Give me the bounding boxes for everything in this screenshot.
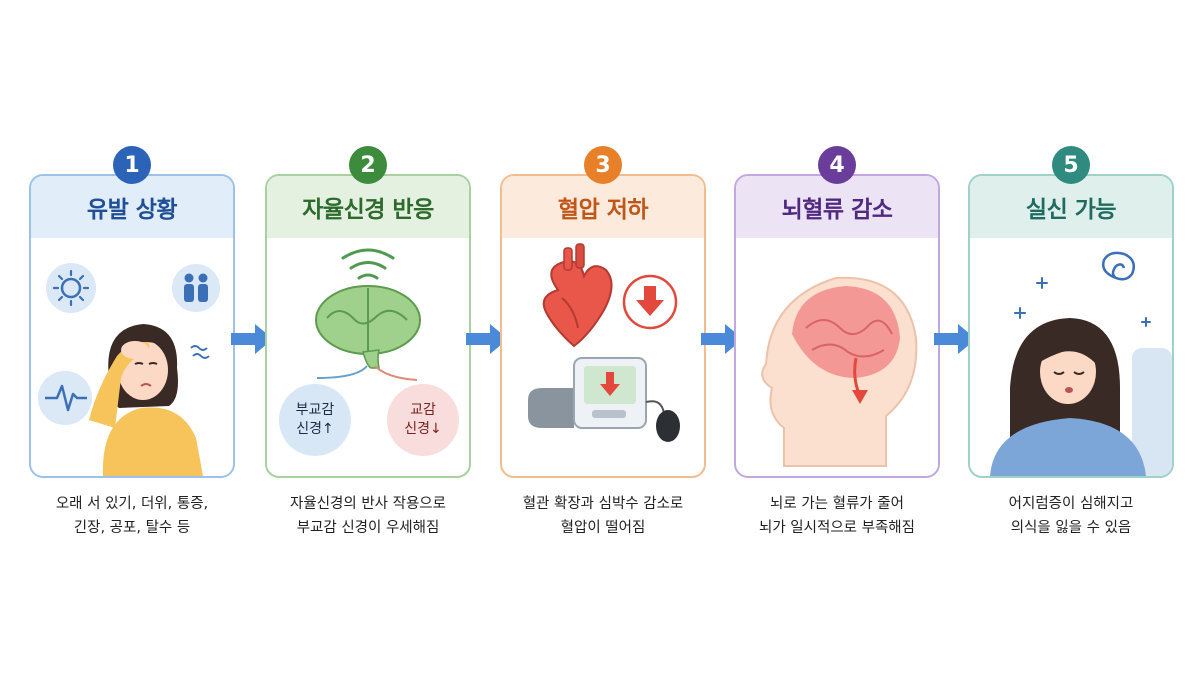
signal-waves-icon bbox=[341, 248, 395, 280]
step-card: 혈압 저하 bbox=[500, 174, 706, 478]
sympathetic-circle bbox=[387, 384, 459, 456]
flow-arrow bbox=[231, 324, 273, 354]
step-title: 유발 상황 bbox=[31, 176, 233, 238]
parasympathetic-label: 부교감 신경↑ bbox=[279, 401, 351, 439]
branch-label-line: 교감 bbox=[410, 402, 436, 418]
flow-arrow bbox=[466, 324, 508, 354]
flow-arrow bbox=[701, 324, 743, 354]
branch-label-line: 신경↓ bbox=[404, 421, 442, 437]
caption-line: 자율신경의 반사 작용으로 bbox=[290, 496, 446, 512]
caption-line: 어지럼증이 심해지고 bbox=[1008, 496, 1134, 512]
blood-pressure-monitor-icon bbox=[528, 357, 680, 442]
flow-arrow bbox=[934, 324, 976, 354]
people-icon bbox=[172, 264, 220, 312]
dizzy-woman-icon bbox=[89, 324, 210, 476]
parasympathetic-circle bbox=[279, 384, 351, 456]
step-number-badge: 5 bbox=[1052, 146, 1090, 184]
branch-label-line: 부교감 bbox=[295, 402, 335, 418]
brain-icon bbox=[315, 285, 421, 369]
step-number-badge: 1 bbox=[113, 146, 151, 184]
caption-line: 의식을 잃을 수 있음 bbox=[1010, 520, 1132, 536]
caption-line: 부교감 신경이 우세해짐 bbox=[296, 520, 440, 536]
step-caption: 혈관 확장과 심박수 감소로 혈압이 떨어짐 bbox=[486, 492, 720, 540]
caption-line: 뇌로 가는 혈류가 줄어 bbox=[770, 496, 904, 512]
sparkle-icon bbox=[1014, 277, 1151, 327]
down-arrow-icon bbox=[622, 274, 678, 330]
branch-label-line: 신경↑ bbox=[296, 421, 334, 437]
step-caption: 뇌로 가는 혈류가 줄어 뇌가 일시적으로 부족해짐 bbox=[720, 492, 954, 540]
step-illustration bbox=[31, 238, 233, 476]
step-number-badge: 4 bbox=[818, 146, 856, 184]
step-title: 혈압 저하 bbox=[502, 176, 704, 238]
step-title: 자율신경 반응 bbox=[267, 176, 469, 238]
step-card: 실신 가능 bbox=[968, 174, 1174, 478]
step-title: 뇌혈류 감소 bbox=[736, 176, 938, 238]
caption-line: 혈관 확장과 심박수 감소로 bbox=[522, 496, 684, 512]
step-illustration bbox=[736, 238, 938, 476]
step-number-badge: 2 bbox=[349, 146, 387, 184]
caption-line: 오래 서 있기, 더위, 통증, bbox=[55, 496, 209, 512]
heart-icon bbox=[542, 243, 613, 348]
sun-icon bbox=[46, 263, 96, 313]
sympathetic-label: 교감 신경↓ bbox=[387, 401, 459, 439]
step-caption: 오래 서 있기, 더위, 통증, 긴장, 공포, 탈수 등 bbox=[15, 492, 249, 540]
step-card: 자율신경 반응 부교감 신경↑ bbox=[265, 174, 471, 478]
step-number-badge: 3 bbox=[584, 146, 622, 184]
caption-line: 뇌가 일시적으로 부족해짐 bbox=[759, 520, 915, 536]
step-card: 유발 상황 bbox=[29, 174, 235, 478]
step-caption: 자율신경의 반사 작용으로 부교감 신경이 우세해짐 bbox=[251, 492, 485, 540]
down-arrow-icon bbox=[852, 357, 868, 404]
caption-line: 혈압이 떨어짐 bbox=[560, 520, 646, 536]
dizzy-spiral-icon bbox=[1102, 251, 1135, 281]
step-caption: 어지럼증이 심해지고 의식을 잃을 수 있음 bbox=[954, 492, 1188, 540]
brain-icon bbox=[792, 286, 900, 378]
step-card: 뇌혈류 감소 bbox=[734, 174, 940, 478]
heartbeat-icon bbox=[38, 371, 92, 425]
fainting-woman-icon bbox=[990, 318, 1172, 476]
step-illustration bbox=[970, 238, 1172, 476]
step-illustration: 부교감 신경↑ 교감 신경↓ bbox=[267, 238, 469, 476]
step-illustration bbox=[502, 238, 704, 476]
step-title: 실신 가능 bbox=[970, 176, 1172, 238]
caption-line: 긴장, 공포, 탈수 등 bbox=[73, 520, 191, 536]
